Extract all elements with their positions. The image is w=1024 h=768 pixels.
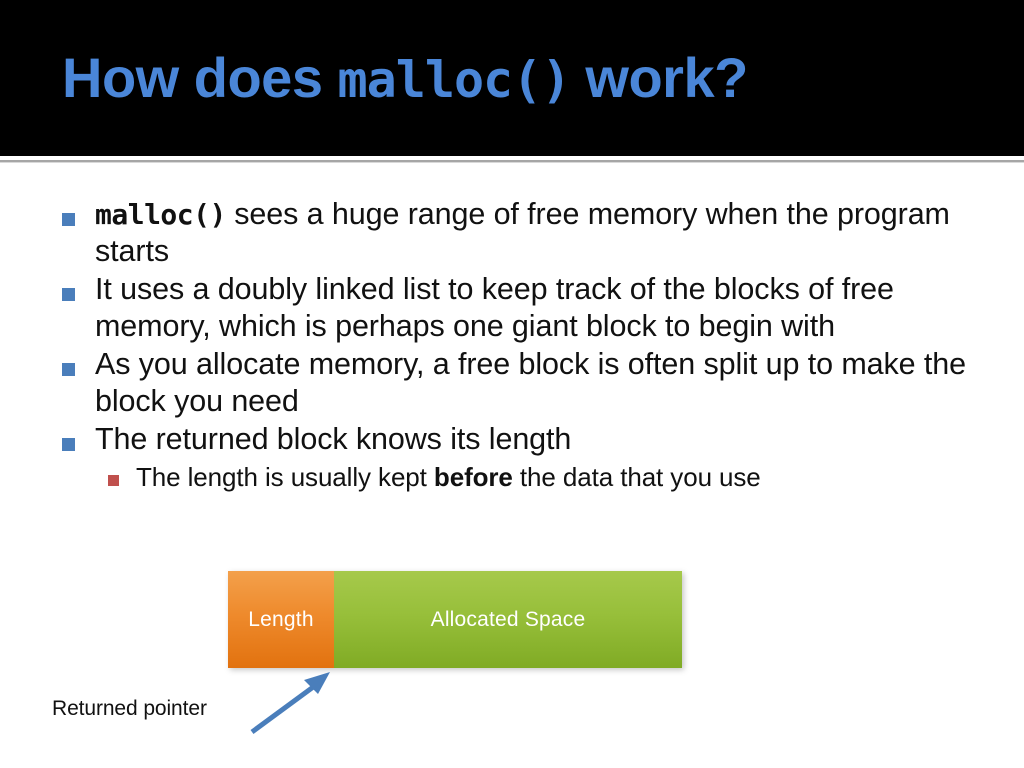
- list-item-text: malloc() sees a huge range of free memor…: [95, 196, 972, 270]
- square-bullet-blue-icon: [62, 438, 75, 451]
- memory-block-length: Length: [228, 571, 334, 668]
- sub-list-item-suffix: the data that you use: [512, 462, 761, 492]
- sub-list-item-prefix: The length is usually kept: [136, 462, 434, 492]
- inline-code: malloc(): [95, 198, 226, 231]
- square-bullet-blue-icon: [62, 213, 75, 226]
- slide-body: malloc() sees a huge range of free memor…: [62, 196, 972, 493]
- square-bullet-red-icon: [108, 475, 119, 486]
- sub-list-item-text: The length is usually kept before the da…: [136, 461, 972, 493]
- returned-pointer-arrow-icon: [250, 672, 330, 735]
- slide-header-bar: How does malloc() work?: [0, 0, 1024, 156]
- page-title: How does malloc() work?: [62, 46, 748, 109]
- list-item-text: As you allocate memory, a free block is …: [95, 347, 966, 418]
- sub-list-item-emphasis: before: [433, 462, 513, 492]
- page-title-suffix: work?: [570, 46, 748, 109]
- list-item: The returned block knows its length: [62, 421, 972, 458]
- sub-list-item: The length is usually kept before the da…: [108, 461, 972, 493]
- returned-pointer-label: Returned pointer: [52, 697, 207, 720]
- memory-block-length-label: Length: [248, 607, 314, 631]
- square-bullet-blue-icon: [62, 363, 75, 376]
- memory-block-diagram: Length Allocated Space: [228, 571, 682, 668]
- list-item-text: It uses a doubly linked list to keep tra…: [95, 272, 894, 343]
- memory-block-allocated-label: Allocated Space: [430, 607, 586, 631]
- list-item-text: The returned block knows its length: [95, 422, 572, 456]
- list-item: It uses a doubly linked list to keep tra…: [62, 271, 972, 345]
- list-item: As you allocate memory, a free block is …: [62, 346, 972, 420]
- square-bullet-blue-icon: [62, 288, 75, 301]
- memory-block-allocated: Allocated Space: [334, 571, 682, 668]
- header-divider: [0, 160, 1024, 162]
- page-title-prefix: How does: [62, 46, 338, 109]
- list-item: malloc() sees a huge range of free memor…: [62, 196, 972, 270]
- page-title-code: malloc(): [337, 51, 572, 109]
- header-divider-soft: [0, 162, 1024, 163]
- list-item-body: sees a huge range of free memory when th…: [95, 197, 950, 268]
